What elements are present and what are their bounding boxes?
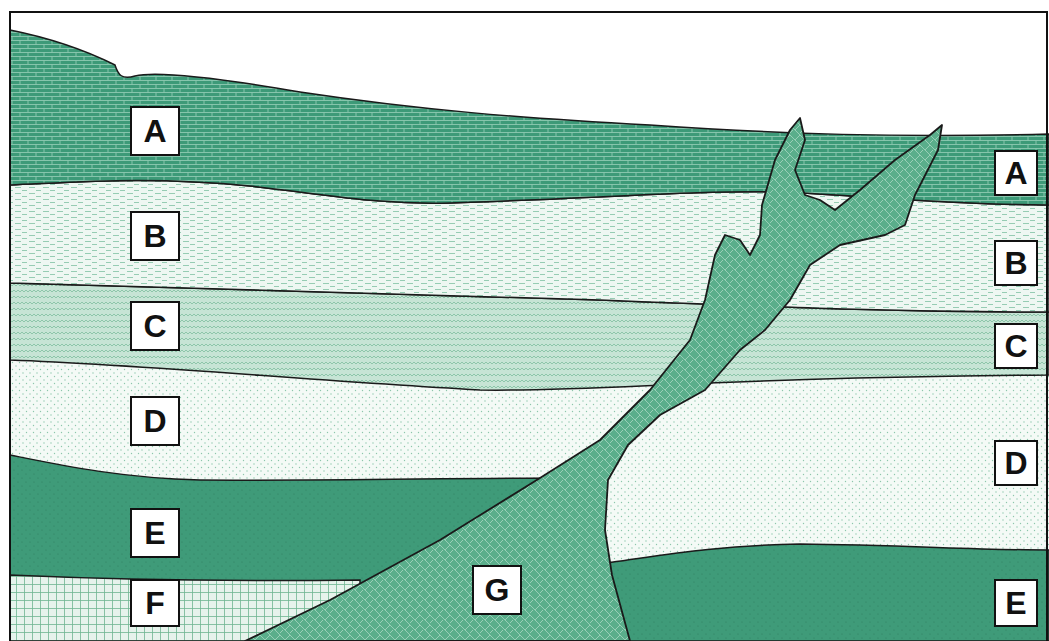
layer-label: F	[130, 579, 180, 627]
layer-letter: C	[143, 310, 166, 342]
layer-label: B	[130, 211, 180, 261]
layer-letter: A	[143, 115, 166, 147]
layer-label: E	[994, 579, 1038, 627]
layer-letter: E	[144, 517, 165, 549]
frame	[10, 12, 1047, 641]
layer-letter: F	[145, 587, 165, 619]
layer-letter: C	[1004, 330, 1027, 362]
layer-label: C	[130, 301, 180, 351]
layer-label: A	[130, 106, 180, 156]
layer-label: C	[994, 323, 1038, 369]
layer-label: B	[994, 240, 1038, 286]
layer-letter: G	[485, 574, 510, 606]
layer-letter: B	[143, 220, 166, 252]
layer-letter: B	[1004, 247, 1027, 279]
layer-label: A	[994, 150, 1038, 196]
intrusion-g	[245, 118, 942, 641]
layer-label: E	[130, 508, 180, 558]
layer-letter: D	[1004, 447, 1027, 479]
layer-e	[590, 544, 1049, 641]
layer-label: G	[472, 565, 522, 615]
layer-letter: E	[1005, 587, 1026, 619]
layer-label: D	[130, 396, 180, 446]
layer-label: D	[994, 440, 1038, 486]
layer-letter: D	[143, 405, 166, 437]
layer-letter: A	[1004, 157, 1027, 189]
